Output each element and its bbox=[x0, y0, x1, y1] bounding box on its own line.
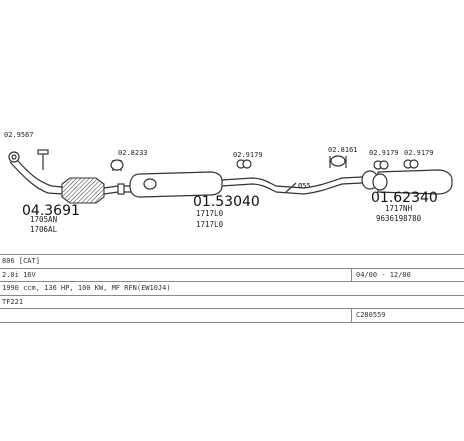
catalytic-converter bbox=[61, 177, 132, 204]
clamp-icon bbox=[110, 159, 124, 171]
rubber-mount-icon bbox=[403, 159, 419, 169]
exhaust-diagram: 02.9567 04.3691 1705AN 1706AL 02.8233 01… bbox=[4, 131, 453, 234]
middle-silencer bbox=[129, 171, 223, 198]
table-row: 806 [CAT] bbox=[0, 254, 464, 269]
intermediate-pipe bbox=[221, 176, 363, 195]
label-mount-3: 02.9179 bbox=[404, 149, 434, 157]
label-middle-silencer-ref1: 1717L0 bbox=[196, 209, 224, 218]
label-rear-silencer-ref1: 1717NH bbox=[385, 204, 413, 213]
vehicle-date-range: 04/00 - 12/00 bbox=[351, 268, 411, 281]
label-middle-silencer-code: 01.53040 bbox=[193, 194, 260, 210]
table-row: TF221 bbox=[0, 296, 464, 309]
rear-silencer bbox=[361, 169, 453, 195]
clamp-icon bbox=[329, 155, 347, 168]
rubber-mount-icon bbox=[236, 159, 252, 169]
label-mount-1: 02.9179 bbox=[233, 151, 263, 159]
vehicle-body-code: TF221 bbox=[2, 297, 24, 306]
table-row: 1990 ccm, 136 HP, 100 KW, MF RFN(EW10J4) bbox=[0, 282, 464, 296]
label-catalytic-code: 04.3691 bbox=[22, 203, 80, 219]
label-front-clamp: 02.9567 bbox=[4, 131, 34, 139]
label-mount-2: 02.9179 bbox=[369, 149, 399, 157]
front-pipe bbox=[8, 149, 63, 195]
label-clamp-2: 02.8161 bbox=[328, 146, 358, 154]
label-rear-silencer-code: 01.62340 bbox=[371, 190, 438, 206]
vehicle-engine: 2.0i 16V bbox=[2, 270, 36, 279]
vehicle-specs: 1990 ccm, 136 HP, 100 KW, MF RFN(EW10J4) bbox=[2, 284, 171, 292]
vehicle-reference: C280559 bbox=[351, 309, 386, 322]
rubber-mount-icon bbox=[373, 160, 389, 170]
vehicle-model: 806 [CAT] bbox=[2, 257, 40, 265]
vehicle-info-table: 806 [CAT] 2.0i 16V 04/00 - 12/00 1990 cc… bbox=[0, 254, 464, 323]
label-catalytic-ref2: 1706AL bbox=[30, 225, 58, 234]
label-rear-silencer-ref2: 9636198780 bbox=[376, 214, 422, 223]
label-catalytic-ref1: 1705AN bbox=[30, 215, 57, 224]
label-middle-silencer-ref2: 1717L0 bbox=[196, 220, 224, 229]
table-row: C280559 bbox=[0, 309, 464, 323]
label-clamp-1: 02.8233 bbox=[118, 149, 148, 157]
label-pipe-diameter: Ø55 bbox=[298, 182, 311, 190]
table-row: 2.0i 16V 04/00 - 12/00 bbox=[0, 268, 464, 282]
